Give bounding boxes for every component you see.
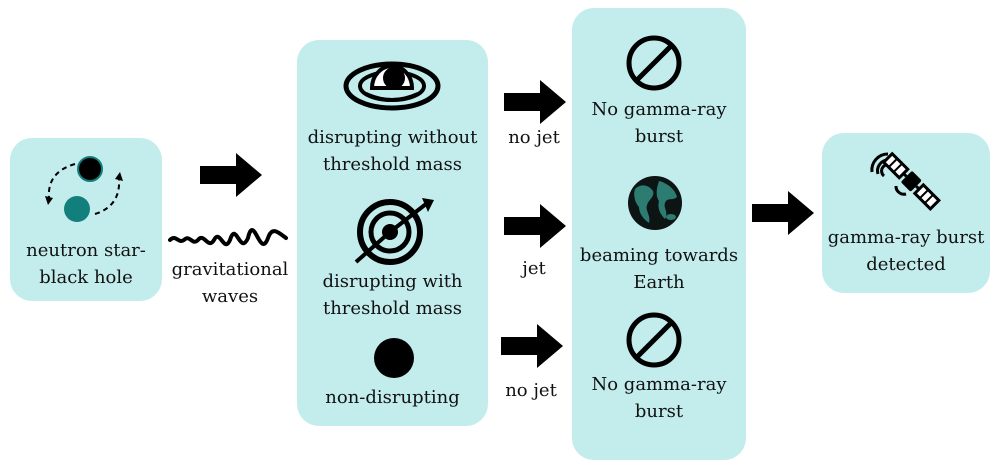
arrow-jet (504, 204, 566, 248)
source-label-line1: neutron star- (26, 240, 146, 261)
jet-label-1: no jet (508, 127, 560, 148)
grb-state-1-line1: No gamma-ray (591, 99, 727, 120)
outcome-2-label: disrupting with threshold mass (297, 268, 488, 322)
filled-circle-icon (374, 338, 414, 378)
outcome-2-line1: disrupting with (322, 271, 463, 292)
gw-label: gravitational waves (162, 256, 298, 310)
outcome-3-label: non-disrupting (297, 384, 488, 411)
prohibited-icon (626, 312, 682, 368)
jet-label-2: jet (522, 258, 546, 279)
prohibited-icon (626, 35, 682, 91)
grb-state-1-line2: burst (634, 126, 684, 147)
arrow-to-detected (752, 191, 814, 235)
grb-state-3-label: No gamma-ray burst (572, 371, 746, 425)
gravitational-wave-icon (168, 228, 288, 247)
grb-state-2-line2: Earth (633, 272, 685, 293)
outcome-1-line2: threshold mass (322, 154, 463, 175)
outcome-2-line2: threshold mass (322, 298, 463, 319)
earth-icon (628, 176, 682, 230)
binary-orbit-icon (45, 156, 123, 222)
detected-box (822, 133, 990, 293)
arrow-no-jet-2 (501, 324, 563, 368)
gw-label-line2: waves (201, 286, 259, 307)
jet-label-3: no jet (505, 380, 557, 401)
grb-state-3-line1: No gamma-ray (591, 374, 727, 395)
gw-label-line1: gravitational (171, 259, 289, 280)
grb-state-1-label: No gamma-ray burst (572, 96, 746, 150)
arrow-no-jet-1 (504, 80, 566, 124)
source-label: neutron star- black hole (10, 237, 162, 291)
disk-accretion-icon (343, 61, 441, 111)
outcome-1-line1: disrupting without (307, 127, 478, 148)
target-dart-icon (354, 198, 434, 265)
detected-label: gamma-ray burst detected (822, 224, 990, 278)
satellite-icon (870, 151, 941, 211)
detected-label-line2: detected (866, 254, 946, 275)
detected-label-line1: gamma-ray burst (827, 227, 985, 248)
grb-state-2-line1: beaming towards (579, 245, 739, 266)
outcome-1-label: disrupting without threshold mass (297, 124, 488, 178)
arrow-source-to-outcomes (200, 153, 262, 197)
grb-state-3-line2: burst (634, 401, 684, 422)
outcome-3-line1: non-disrupting (325, 387, 460, 408)
grb-states-box (572, 8, 746, 460)
grb-state-2-label: beaming towards Earth (572, 242, 746, 296)
source-label-line2: black hole (39, 267, 133, 288)
